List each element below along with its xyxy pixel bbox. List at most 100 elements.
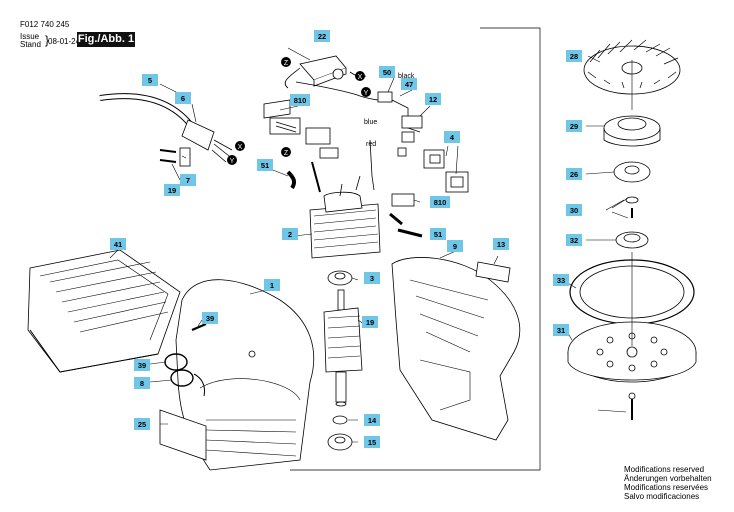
callout-39: 39 — [134, 359, 150, 371]
callout-1: 1 — [264, 279, 280, 291]
issue-label: Issue — [20, 32, 40, 41]
label-9 — [475, 261, 511, 283]
callout-box — [314, 30, 330, 42]
callout-3: 3 — [364, 272, 380, 284]
armature — [323, 307, 363, 373]
connector-50 — [377, 91, 393, 103]
callout-box — [425, 93, 441, 105]
callout-number: 25 — [138, 420, 146, 429]
callout-box — [379, 66, 395, 78]
terminal — [397, 147, 407, 157]
callout-number: 5 — [148, 76, 152, 85]
brush-holder-2 — [305, 127, 331, 145]
armature-shaft-top — [337, 289, 345, 311]
callout-2: 2 — [282, 228, 298, 240]
bearing-29 — [613, 161, 651, 183]
callout-number: 8 — [140, 379, 144, 388]
callout-box — [362, 316, 378, 328]
callout-8: 8 — [134, 377, 150, 389]
callout-13: 13 — [493, 238, 509, 250]
callout-50: 50 — [379, 66, 395, 78]
callout-810: 810 — [290, 94, 310, 106]
callout-number: 39 — [138, 361, 146, 370]
switch-lead — [284, 67, 301, 89]
callout-number: 12 — [429, 95, 437, 104]
connector-12 — [401, 115, 423, 129]
callout-box — [282, 228, 298, 240]
callout-box — [180, 174, 196, 186]
callout-number: 32 — [570, 236, 578, 245]
type-plate — [159, 409, 207, 461]
figure-label: Fig./Abb. 1 — [77, 32, 135, 47]
callout-number: 51 — [434, 230, 442, 239]
callout-box — [134, 377, 150, 389]
callout-box — [202, 312, 218, 324]
callout-number: 14 — [368, 416, 377, 425]
o-ring-2 — [170, 369, 194, 387]
frame-line — [290, 27, 541, 471]
callout-box — [566, 234, 582, 246]
callout-box — [566, 204, 582, 216]
callout-number: 1 — [270, 281, 274, 290]
callout-box — [110, 238, 126, 250]
callout-9: 9 — [447, 240, 463, 252]
callout-25: 25 — [134, 418, 150, 430]
counterweight — [603, 115, 661, 141]
note-line: Modifications reserved — [624, 465, 705, 474]
callout-number: 9 — [453, 242, 457, 251]
bracket-glyph: } — [45, 33, 50, 47]
housing-screw-hole — [248, 350, 256, 358]
callout-box — [430, 228, 446, 240]
brush-spring — [275, 121, 297, 133]
callout-box — [364, 414, 380, 426]
brush-holder-1 — [263, 99, 291, 119]
callout-number: 39 — [206, 314, 214, 323]
notes-block: Modifications reserved Änderungen vorbeh… — [624, 465, 712, 501]
callout-box — [290, 94, 310, 106]
washer — [625, 196, 639, 204]
callout-box — [364, 436, 380, 448]
callout-number: 41 — [114, 240, 122, 249]
field-coil — [309, 203, 381, 259]
callout-810: 810 — [430, 196, 450, 208]
callout-box — [164, 184, 180, 196]
callout-box — [444, 131, 460, 143]
field-leads — [339, 175, 361, 197]
cord-clamp — [179, 147, 191, 167]
callout-box — [134, 418, 150, 430]
brush-holder-block — [269, 117, 301, 135]
wire-red — [369, 139, 375, 191]
callout-number: 13 — [497, 240, 505, 249]
stand-label: Stand — [20, 40, 41, 49]
callout-box — [553, 274, 569, 286]
callout-number: 19 — [366, 318, 374, 327]
callout-number: 50 — [383, 68, 391, 77]
callout-15: 15 — [364, 436, 380, 448]
issue-date: 08-01-24 — [48, 37, 81, 46]
callout-box — [566, 120, 582, 132]
callout-30: 30 — [566, 204, 582, 216]
callout-number: 4 — [450, 133, 455, 142]
callout-box — [430, 196, 450, 208]
callout-box — [493, 238, 509, 250]
bearing-14 — [327, 433, 353, 451]
cable-51 — [286, 170, 297, 190]
callout-box — [264, 279, 280, 291]
callout-number: 51 — [261, 161, 269, 170]
callout-box — [142, 74, 158, 86]
callout-number: 33 — [557, 276, 565, 285]
callout-number: 31 — [557, 326, 565, 335]
callout-51: 51 — [430, 228, 446, 240]
callout-number: 19 — [168, 186, 176, 195]
document-number: F012 740 245 — [20, 20, 70, 29]
callout-7: 7 — [180, 174, 196, 186]
callout-box — [566, 168, 582, 180]
callout-box — [553, 324, 569, 336]
callout-33: 33 — [553, 274, 569, 286]
callout-32: 32 — [566, 234, 582, 246]
callout-number: 47 — [405, 80, 413, 89]
callout-number: 810 — [434, 198, 447, 207]
callout-31: 31 — [553, 324, 569, 336]
